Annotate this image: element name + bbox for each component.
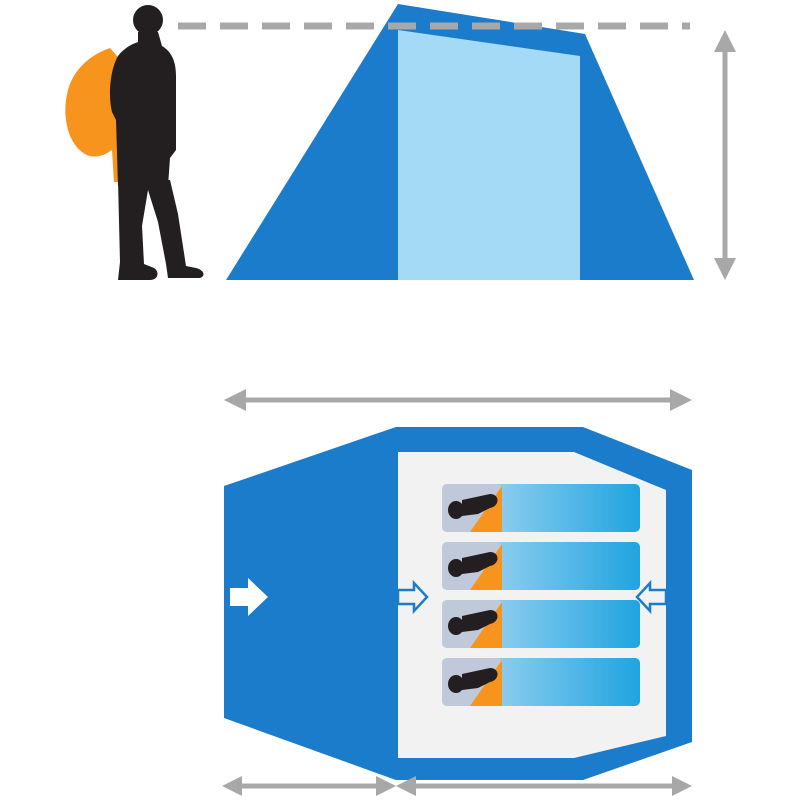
sleeping-place	[442, 600, 640, 648]
plan-view	[222, 389, 692, 796]
entrance-arrow-icon	[230, 578, 268, 616]
hollow-arrow-icon	[396, 579, 429, 615]
hollow-arrow-icon	[635, 579, 668, 615]
sleeping-person-icon	[448, 544, 502, 590]
inner-tent-dimension-arrow	[396, 776, 692, 796]
sleeping-person-icon	[448, 602, 502, 648]
sleeping-place	[442, 542, 640, 590]
vestibule-dimension-arrow	[222, 776, 396, 796]
sleeping-person-icon	[448, 486, 502, 532]
sleeping-places	[442, 484, 640, 706]
length-dimension-arrow	[224, 389, 692, 411]
sleeping-place	[442, 658, 640, 706]
tent-side-panel	[398, 30, 580, 280]
side-view	[65, 4, 736, 280]
sleeping-place	[442, 484, 640, 532]
sleeping-person-icon	[448, 660, 502, 706]
hiker-silhouette-icon	[65, 5, 204, 280]
height-dimension-arrow	[714, 30, 736, 280]
